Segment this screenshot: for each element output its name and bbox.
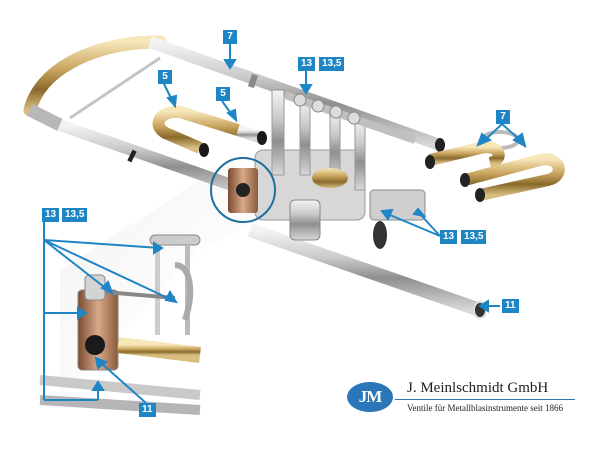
callout-5-right: 5 [216, 87, 230, 101]
detail-magnifier-circle [210, 157, 276, 223]
callout-5-left: 5 [158, 70, 172, 84]
first-valve-slide [152, 105, 267, 157]
company-name: J. Meinlschmidt GmbH [407, 380, 549, 396]
callout-7-right: 7 [496, 110, 510, 124]
callout-13-5-top: 13,5 [319, 57, 345, 71]
callout-7-top: 7 [223, 30, 237, 44]
leader-lines [43, 44, 527, 404]
callout-13-inset: 13 [42, 208, 60, 222]
inset-valve-detail [39, 234, 201, 415]
callout-13-right: 13 [440, 230, 458, 244]
company-tagline: Ventile für Metallblasinstrumente seit 1… [407, 403, 563, 413]
callout-11-inset: 11 [139, 403, 156, 417]
logo-divider [395, 399, 575, 400]
callout-13-5-right: 13,5 [461, 230, 487, 244]
callout-11-right: 11 [502, 299, 519, 313]
valve-cluster [228, 89, 426, 249]
callout-13-5-inset: 13,5 [62, 208, 88, 222]
third-valve-slides [425, 130, 565, 202]
callout-13-top: 13 [298, 57, 316, 71]
company-logo: JM J. Meinlschmidt GmbH Ventile für Meta… [345, 378, 595, 428]
logo-monogram: JM [347, 382, 393, 412]
